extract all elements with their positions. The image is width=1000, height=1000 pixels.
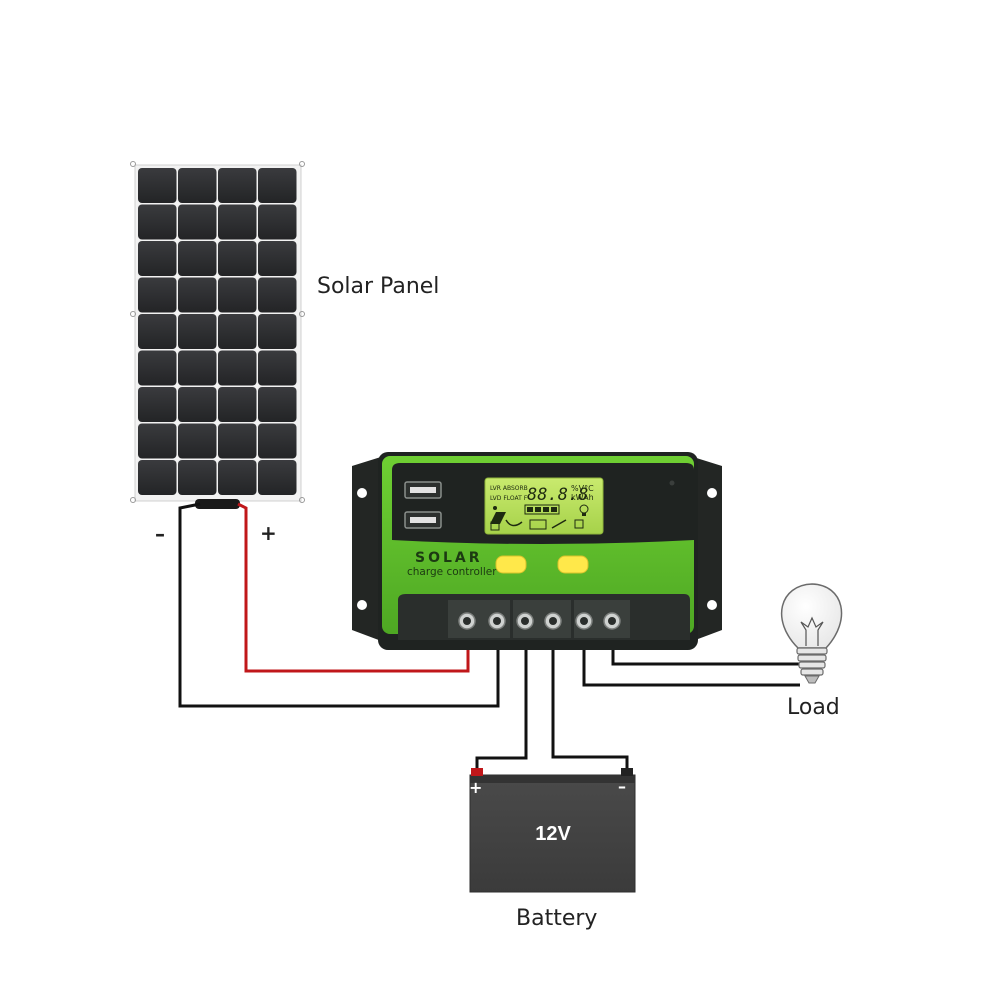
usb-port-icon[interactable] [404,481,442,499]
solar-cell [178,460,217,495]
panel-mount-hole [299,311,305,317]
solar-cell [258,460,297,495]
junction-box [195,499,240,509]
terminal-screw-head [580,617,588,625]
lcd-digits: 88.8.8 [527,485,588,505]
controller-button-right[interactable] [557,555,589,574]
solar-panel-cells [138,168,297,495]
battery-negative-post [621,768,633,776]
lcd-status-line1: LVR ABSORB [490,485,528,492]
mount-hole [357,488,367,498]
solar-cell [138,387,177,422]
battery-positive-post [471,768,483,776]
panel-negative-wire [178,502,500,708]
terminal-screw-head [549,617,557,625]
terminal-screw-head [608,617,616,625]
solar-cell [218,204,257,240]
solar-panel-icon [130,161,305,509]
solar-cell [138,168,177,203]
battery-negative-wire [551,640,629,772]
battery-icon: + – 12V [469,768,636,893]
solar-cell [218,314,257,349]
battery-positive-wire [475,640,528,772]
solar-cell [138,277,177,313]
solar-cell [178,277,217,313]
controller-button-left[interactable] [495,555,527,574]
mount-hole [357,600,367,610]
left-mount-ear [352,456,384,642]
solar-cell [138,423,177,459]
solar-cell [258,168,297,203]
controller-subtitle: charge controller [407,566,497,578]
solar-cell [218,423,257,459]
load-label: Load [787,695,840,720]
terminal-screws [458,612,621,630]
solar-cell [178,350,217,386]
solar-cell [138,241,177,276]
terminal-screw-head [463,617,471,625]
solar-cell [178,241,217,276]
battery-plus-mark: + [469,778,482,797]
battery-body [469,774,636,893]
solar-cell [258,277,297,313]
solar-cell [138,350,177,386]
lcd-status-line2: LVD FLOAT F [490,495,528,502]
solar-cell [218,277,257,313]
solar-cell [218,387,257,422]
battery-minus-mark: – [618,777,626,796]
solar-cell [178,423,217,459]
solar-cell [218,241,257,276]
lcd-screen [484,477,604,535]
solar-cell [218,168,257,203]
battery-lid [470,775,635,783]
panel-mount-hole [130,161,136,167]
light-bulb-icon [781,583,843,684]
solar-cell [178,314,217,349]
solar-cell [258,423,297,459]
solar-cell [138,460,177,495]
panel-mount-hole [130,497,136,503]
charge-controller: LVR ABSORB LVD FLOAT F 88.8.8 %V°C kWAh [352,452,722,650]
panel-positive-wire [237,502,470,673]
indicator-led [669,480,675,486]
panel-mount-hole [299,161,305,167]
lcd-units-top: %V°C [571,484,594,493]
lcd-flow-arrows-icon [505,519,584,530]
solar-cell [178,168,217,203]
lcd-units-bottom: kWAh [571,493,594,502]
terminal-screw-head [521,617,529,625]
panel-plus-label: + [260,521,277,545]
solar-cell [178,204,217,240]
mount-hole [707,488,717,498]
solar-cell [258,314,297,349]
battery-voltage: 12V [535,823,571,845]
lcd-display: LVR ABSORB LVD FLOAT F 88.8.8 %V°C kWAh [484,477,604,535]
solar-cell [258,387,297,422]
lcd-battery-bars-icon [524,504,560,515]
solar-cell [218,350,257,386]
battery-label: Battery [516,906,597,931]
wiring [178,502,800,772]
load-wire-a [582,640,800,687]
solar-panel-label: Solar Panel [317,274,439,299]
lcd-sun-panel-icon [490,506,506,524]
solar-cell [138,314,177,349]
solar-cell [218,460,257,495]
controller-brand: SOLAR [415,550,483,566]
lcd-bulb-icon [579,504,589,516]
panel-minus-label: – [155,522,165,546]
solar-cell [258,350,297,386]
panel-mount-hole [130,311,136,317]
usb-port-icon[interactable] [404,511,442,529]
mount-hole [707,600,717,610]
solar-cell [178,387,217,422]
solar-cell [258,241,297,276]
solar-cell [258,204,297,240]
lcd-house-icon [490,521,500,531]
terminal-screw-head [493,617,501,625]
panel-mount-hole [299,497,305,503]
solar-cell [138,204,177,240]
